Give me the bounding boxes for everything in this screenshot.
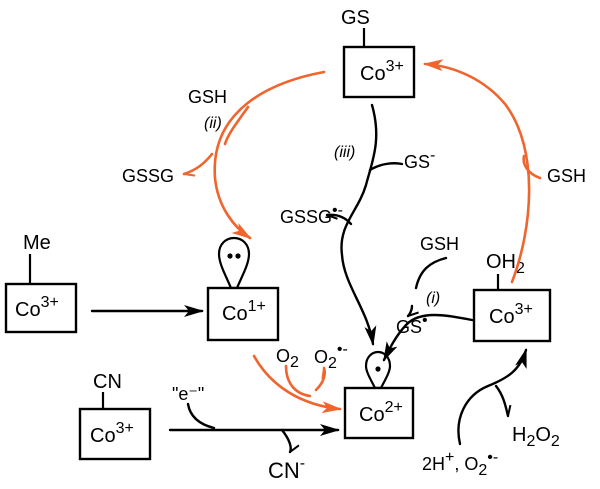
step-iii-label: (iii) — [334, 144, 355, 161]
gsh-mid-label: GSH — [420, 234, 459, 254]
co2-label: Co2+ — [359, 399, 403, 426]
co3-aqua-complex: OH2 Co3+ — [472, 251, 552, 343]
me-ligand-label: Me — [23, 232, 51, 254]
co3-me-box — [4, 282, 78, 334]
step-i-label: (i) — [426, 290, 440, 307]
co3-cn-label: Co3+ — [90, 420, 134, 447]
co2-orbital — [364, 350, 392, 390]
co1-to-co2-arrow — [252, 354, 342, 414]
co3-cn-box — [78, 407, 152, 461]
electron-entry-hook — [186, 402, 216, 430]
gs-anion-label: GS- — [404, 147, 435, 172]
co3-sg-box — [342, 45, 416, 99]
co1-electron-dot — [235, 253, 241, 259]
co1-box — [206, 286, 280, 342]
superoxide-label: O2•- — [314, 341, 348, 372]
co2-electron-dot — [375, 366, 381, 372]
co3-oh2-label: Co3+ — [489, 301, 533, 328]
o2-label: O2 — [276, 346, 299, 371]
cn-ligand-label: CN — [93, 371, 122, 393]
protons-superoxide-label: 2H+, O2•- — [422, 449, 498, 479]
gs-radical-exit-hook — [406, 304, 419, 318]
aqua-to-glutathione-arrow — [423, 59, 531, 284]
co1-complex: Co1+ — [206, 236, 280, 342]
gssg-label: GSSG — [122, 166, 174, 186]
h2o2-label: H2O2 — [512, 424, 560, 450]
aqua-to-co2-arrow — [382, 313, 474, 362]
gsh-right-label: GSH — [547, 166, 586, 186]
gs-anion-entry-hook — [368, 162, 404, 172]
glutathione-to-co2-arrow — [340, 103, 378, 346]
co3-me-label: Co3+ — [15, 294, 59, 321]
gsh-ii-entry-hook — [223, 105, 250, 146]
co2-to-aqua-arrow — [457, 348, 528, 446]
glutathione-to-co1-arrow — [213, 70, 326, 240]
co1-lone-pair-orbital — [217, 236, 251, 290]
superoxide-exit-hook — [314, 366, 327, 392]
gssg-radical-exit-hook — [325, 213, 353, 226]
co1-electron-dot — [227, 253, 233, 259]
co2-complex: Co2+ — [343, 350, 415, 440]
cyanide-exit-hook — [280, 428, 300, 454]
o2-entry-hook — [284, 364, 312, 398]
h2o2-exit-hook — [494, 384, 512, 418]
co3-oh2-box — [472, 288, 552, 343]
co3-glutathione-complex: GS Co3+ — [341, 7, 416, 99]
oh2-ligand-label: OH2 — [486, 251, 525, 277]
gs-ligand-label: GS — [341, 7, 370, 29]
co3-cyanide-complex: CN Co3+ — [78, 371, 152, 461]
gs-radical-label: GS• — [396, 312, 428, 337]
co3-methyl-complex: Me Co3+ — [4, 232, 78, 334]
co2-box — [343, 386, 415, 440]
gsh-i-entry-hook — [414, 256, 448, 290]
gsh-label: GSH — [188, 87, 227, 107]
step-ii-label: (ii) — [204, 115, 222, 132]
co1-label: Co1+ — [222, 298, 266, 325]
co3-sg-label: Co3+ — [360, 58, 404, 85]
gssg-ii-exit-hook — [182, 152, 214, 177]
gssg-radical-anion-label: GSSG•- — [280, 202, 343, 227]
electron-label: "e⁻" — [172, 384, 204, 404]
cyanide-anion-label: CN- — [268, 455, 305, 483]
gsh-entry-hook — [522, 154, 542, 180]
